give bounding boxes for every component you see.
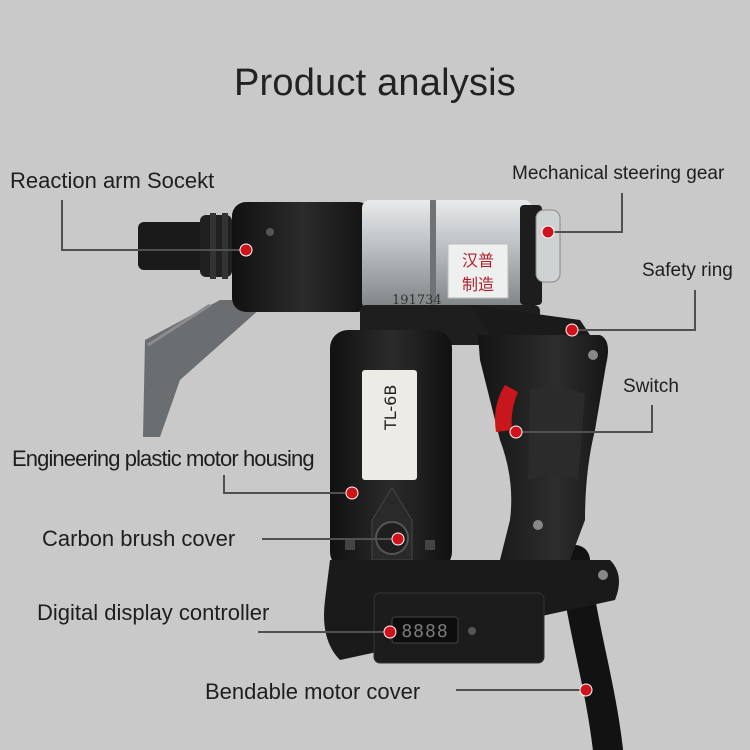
square-drive xyxy=(138,222,208,270)
page-title: Product analysis xyxy=(233,62,516,104)
brand-logo-text: 汉普 xyxy=(462,251,494,270)
marker-motor-cover xyxy=(579,683,593,697)
label-reaction-arm: Reaction arm Socekt xyxy=(10,168,215,193)
reaction-arm xyxy=(143,300,270,437)
leader-lines xyxy=(61,193,696,691)
controller-box xyxy=(373,592,545,664)
label-safety-ring: Safety ring xyxy=(642,260,733,281)
reaction-head xyxy=(232,202,372,312)
marker-display-controller xyxy=(383,625,397,639)
trigger-switch xyxy=(495,385,518,432)
label-switch: Switch xyxy=(623,376,679,397)
serial-number: 191734 xyxy=(392,293,442,308)
label-brush-cover: Carbon brush cover xyxy=(42,526,236,551)
label-motor-cover: Bendable motor cover xyxy=(205,679,421,704)
steering-lever xyxy=(535,209,561,283)
marker-motor-housing xyxy=(345,486,359,500)
callout-markers xyxy=(239,225,593,697)
marker-safety-ring xyxy=(565,323,579,337)
marker-brush-cover xyxy=(391,532,405,546)
label-display-controller: Digital display controller xyxy=(37,600,270,625)
marker-reaction-arm xyxy=(239,243,253,257)
display-readout: 8888 xyxy=(401,621,448,642)
model-label xyxy=(362,370,417,480)
label-steering-gear: Mechanical steering gear xyxy=(512,163,725,184)
svg-text:制造: 制造 xyxy=(462,275,494,294)
marker-switch xyxy=(509,425,523,439)
brand-plate xyxy=(447,243,509,299)
svg-text:TL-6B: TL-6B xyxy=(381,385,400,431)
marker-steering-gear xyxy=(541,225,555,239)
label-motor-housing: Engineering plastic motor housing xyxy=(12,446,315,471)
